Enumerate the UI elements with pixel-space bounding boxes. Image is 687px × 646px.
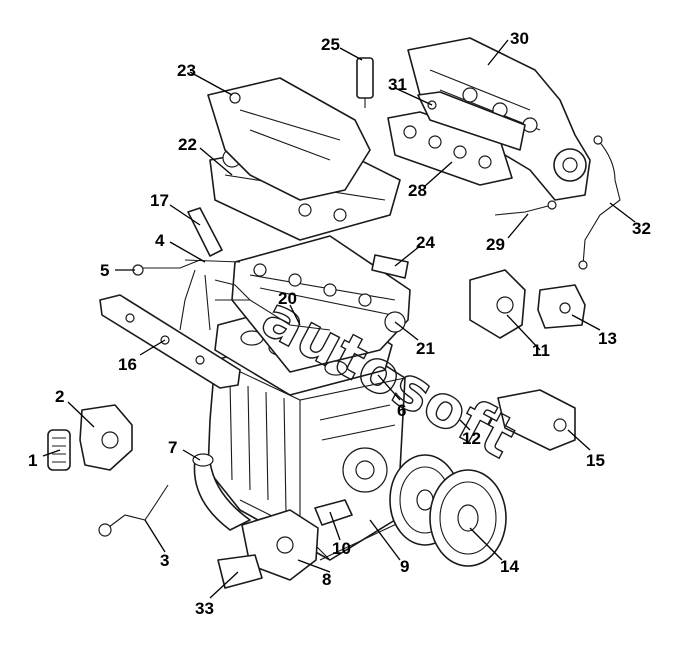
callout-21: 21: [416, 339, 435, 358]
callout-30: 30: [510, 29, 529, 48]
callout-5: 5: [100, 261, 109, 280]
callout-11: 11: [532, 341, 550, 360]
leader-lines: [42, 39, 636, 599]
callout-12: 12: [462, 429, 481, 448]
manifold-gasket: [387, 111, 513, 186]
callout-16: 16: [118, 355, 137, 374]
callout-28: 28: [408, 181, 427, 200]
turbo-oil-pipe: [582, 139, 621, 266]
callout-32: 32: [632, 219, 651, 238]
injector-lines: [179, 259, 251, 331]
callout-7: 7: [168, 438, 177, 457]
callout-10: 10: [332, 539, 351, 558]
engine-block: [207, 329, 406, 561]
callout-1: 1: [28, 451, 37, 470]
clutch-plate: [429, 469, 507, 567]
pressure-sensor: [314, 499, 353, 526]
high-pressure-pipe: [215, 299, 331, 331]
callout-23: 23: [177, 61, 196, 80]
coolant-hose: [193, 459, 251, 531]
engine-mount-right: [537, 284, 586, 329]
glow-plug: [356, 57, 374, 108]
fuel-injector: [187, 207, 223, 257]
callout-8: 8: [322, 570, 331, 589]
breather-hose: [104, 484, 169, 531]
callout-9: 9: [400, 557, 409, 576]
callout-22: 22: [178, 135, 197, 154]
callout-25: 25: [321, 35, 340, 54]
engine-cover: [207, 77, 371, 201]
callout-6: 6: [397, 401, 406, 420]
callout-4: 4: [155, 231, 165, 250]
callout-29: 29: [486, 235, 505, 254]
timing-cover-plate: [371, 254, 409, 279]
callout-labels: 1 2 3 4 5 6 7 8 9 10 11 12 13 14 15 16 1…: [28, 29, 651, 618]
callout-31: 31: [388, 75, 407, 94]
engine-mount-rear: [497, 389, 576, 451]
callout-13: 13: [598, 329, 617, 348]
callout-15: 15: [586, 451, 605, 470]
temperature-sensor: [494, 204, 553, 216]
return-pipe: [135, 259, 201, 269]
callout-24: 24: [416, 233, 435, 252]
mounting-bracket: [217, 554, 263, 589]
callout-20: 20: [278, 289, 297, 308]
fuel-filter-housing: [79, 404, 133, 471]
engine-mount-left: [469, 269, 526, 339]
cylinder-head: [231, 235, 411, 373]
callout-3: 3: [160, 551, 169, 570]
manifold-stud-gasket: [417, 91, 526, 151]
callout-17: 17: [150, 191, 169, 210]
callout-33: 33: [195, 599, 214, 618]
callout-14: 14: [500, 557, 519, 576]
callout-2: 2: [55, 387, 64, 406]
